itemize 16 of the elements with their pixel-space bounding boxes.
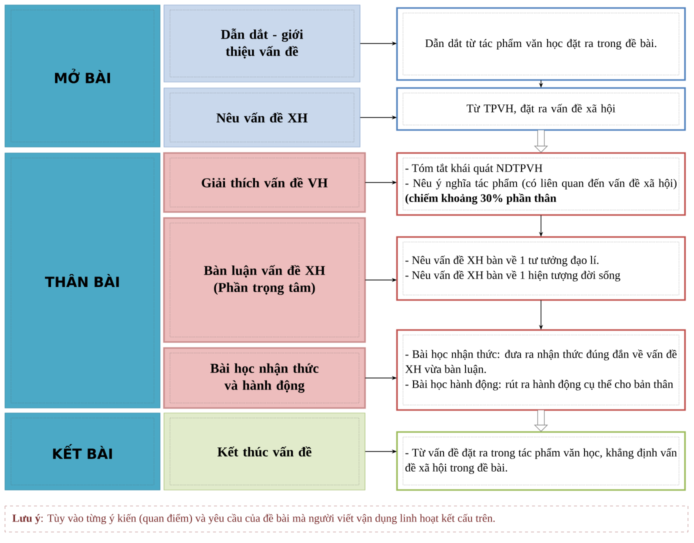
content-box: - Tóm tắt khái quát NDTPVH - Nêu ý nghĩa tác phẩm (có liên quan đến vấn đề xã hội) (chiếm khoảng 30% phần thân [396, 152, 686, 216]
topic-box: Giải thích vấn đề VH [163, 152, 366, 213]
topic-box: Dẫn dắt - giới thiệu vấn đề [164, 4, 360, 82]
section-box: THÂN BÀI [4, 152, 160, 408]
content-box: - Bài học nhận thức: đưa ra nhận thức đúng đắn về vấn đề XH vừa bàn luận. - Bài học hành động: rút ra hành động cụ thể cho bản thân [396, 329, 686, 411]
content-box: Dẫn dắt từ tác phẩm văn học đặt ra trong đề bài. [396, 7, 686, 81]
topic-box: Bàn luận vấn đề XH (Phần trọng tâm) [163, 217, 366, 343]
topic-box: Bài học nhận thức và hành động [163, 347, 366, 409]
note-box: Lưu ý: Tùy vào từng ý kiến (quan điểm) và yêu cầu của đề bài mà người viết vận dụng linh hoạt kết cấu trên. [4, 506, 688, 532]
topic-box: Nêu vấn đề XH [164, 88, 360, 148]
content-box: - Từ vấn đề đặt ra trong tác phẩm văn học, khẳng định vấn đề xã hội trong đề bài. [396, 431, 686, 491]
content-box: Từ TPVH, đặt ra vấn đề xã hội [396, 87, 686, 131]
section-box: MỞ BÀI [4, 4, 160, 148]
content-box: - Nêu vấn đề XH bàn về 1 tư tưởng đạo lí. - Nêu vấn đề XH bàn về 1 hiện tượng đời sống [396, 236, 686, 301]
topic-box: Kết thúc vấn đề [164, 412, 366, 490]
section-box: KẾT BÀI [4, 412, 160, 490]
